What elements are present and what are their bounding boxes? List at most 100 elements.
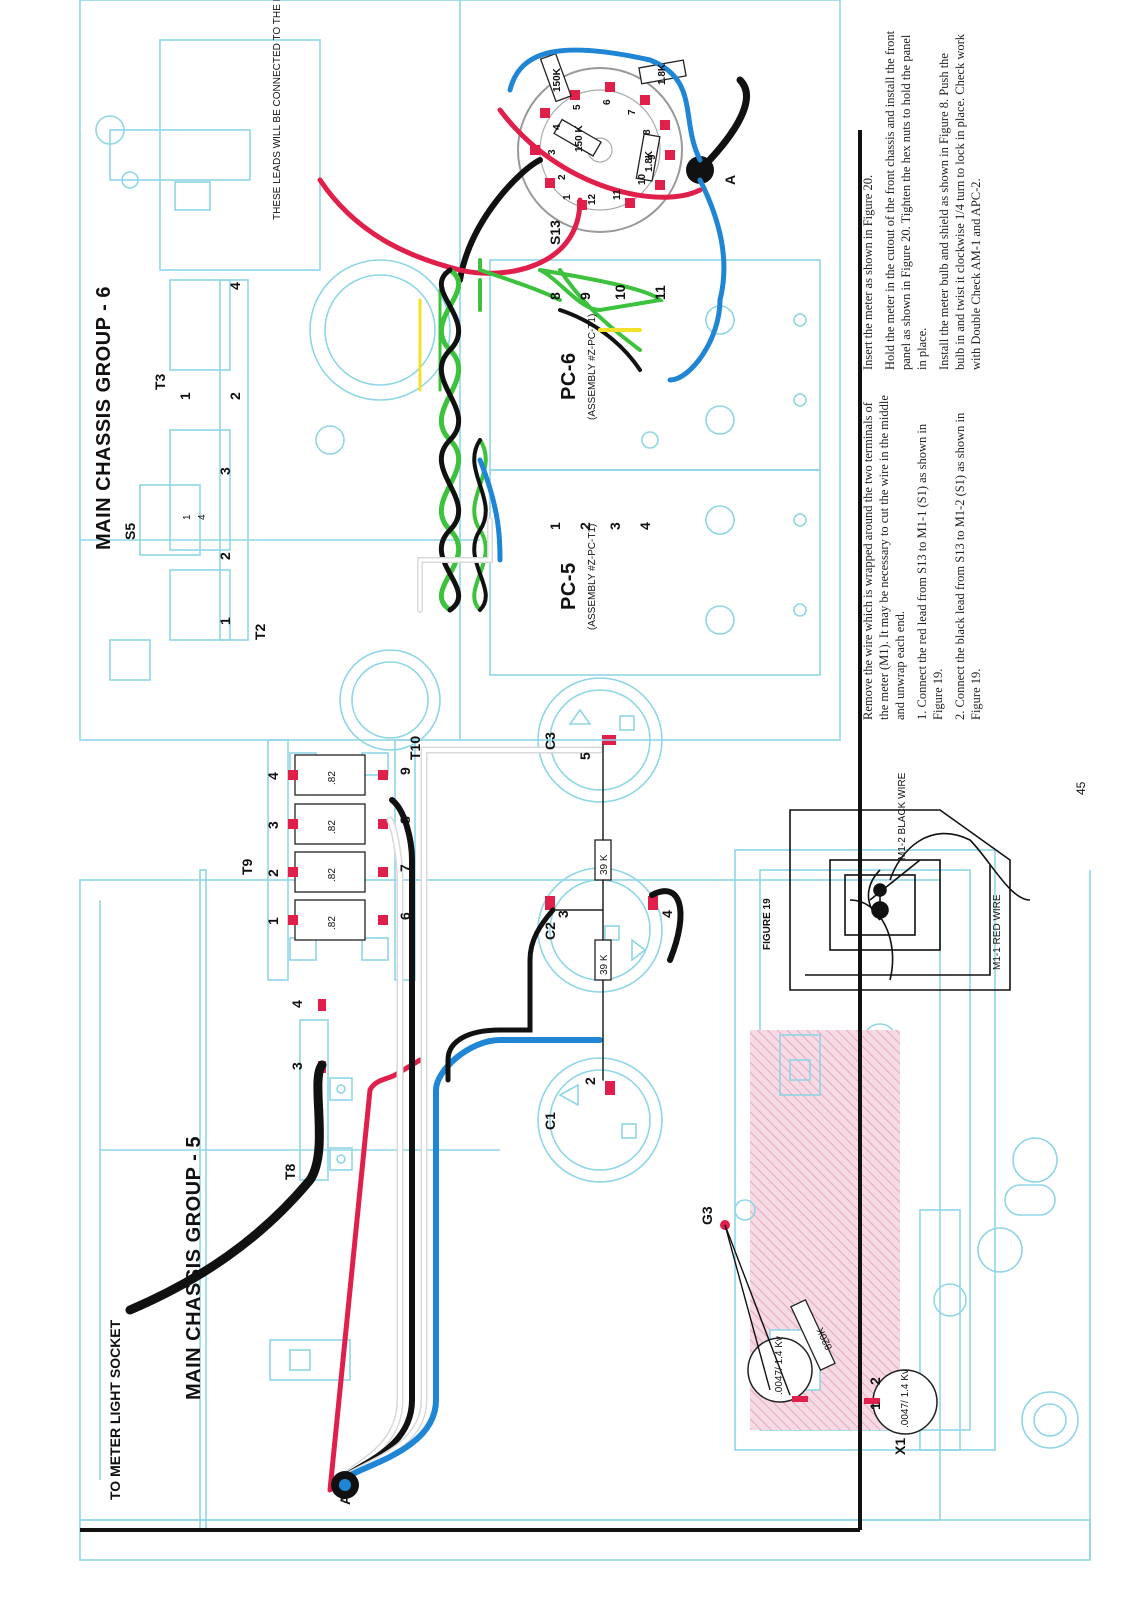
s13-label: S13	[547, 220, 563, 245]
s13-term-5: 5	[572, 104, 583, 110]
pc-6-term-8: 8	[547, 292, 563, 300]
page-number: 45	[1074, 781, 1088, 795]
s13-term-2: 2	[557, 174, 568, 180]
s13-term-7: 7	[627, 109, 638, 115]
s13-term-9: 9	[647, 154, 658, 160]
wires-group-6	[317, 47, 750, 613]
t2-term-1: 1	[217, 617, 233, 625]
pc-5-term-3: 3	[607, 522, 623, 530]
connector-a-left-label: A	[337, 1495, 353, 1505]
pc-6-term-9: 9	[577, 292, 593, 300]
t2-label: T2	[252, 623, 268, 640]
t3-term-1: 1	[177, 392, 193, 400]
x1-term-1: 1	[867, 1402, 883, 1410]
s13-term-8: 8	[642, 129, 653, 135]
t3-label: T3	[152, 373, 168, 390]
s5-term-1: 1	[182, 514, 193, 520]
pc-6-term-10: 10	[612, 284, 628, 300]
connector-a-right-label: A	[722, 175, 738, 185]
s13-term-4: 4	[552, 124, 563, 130]
t3-term-4: 4	[227, 282, 243, 290]
t8-label: T8	[282, 1163, 298, 1180]
pc-5-term-4: 4	[637, 522, 653, 530]
chassis-outline-right	[79, 0, 841, 751]
instructions-right: Insert the meter as shown in Figure 20. …	[861, 30, 983, 370]
t9-term-2: 2	[265, 869, 281, 877]
cap-82-2: .82	[327, 868, 338, 882]
res-150k-a-label: 150K	[552, 67, 563, 92]
socket-c1	[537, 1057, 663, 1183]
pc-5-board	[489, 469, 821, 676]
res-150k-b-label: 150 K	[574, 125, 585, 152]
t2-term-2: 2	[217, 552, 233, 560]
figure-19-caption: FIGURE 19	[762, 898, 773, 950]
t9-term-1: 1	[265, 917, 281, 925]
s5-term-4: 4	[197, 514, 208, 520]
figure-19-illustration	[789, 809, 1031, 991]
group-6-title: MAIN CHASSIS GROUP - 6	[93, 286, 115, 550]
s5-label: S5	[122, 523, 138, 540]
t9-term-4: 4	[265, 772, 281, 780]
s13-term-11: 11	[612, 189, 623, 200]
t10-term-7: 7	[397, 864, 413, 872]
t9-label: T9	[239, 858, 255, 875]
terminal-strip-t9-t10	[267, 739, 416, 981]
s13-term-10: 10	[637, 173, 648, 185]
c1-label: C1	[542, 1112, 558, 1130]
s13-term-6: 6	[602, 99, 613, 105]
res-39k-2: 39 K	[599, 854, 610, 875]
m1-2-black-wire-label: M1-2 BLACK WIRE	[897, 772, 908, 860]
c1-term-2: 2	[582, 1077, 598, 1085]
cap-82-4: .82	[327, 771, 338, 785]
x1-label: X1	[892, 1438, 908, 1455]
cap-82-1: .82	[327, 916, 338, 930]
pc-5-term-2: 2	[577, 522, 593, 530]
instruction-hold-meter: Hold the meter in the cutout of the fron…	[883, 30, 929, 370]
cap-82-3: .82	[327, 820, 338, 834]
pc-6-board	[489, 259, 821, 471]
meter-leads-note: THESE LEADS WILL BE CONNECTED TO THE MET…	[272, 0, 283, 220]
pc-6-term-11: 11	[652, 285, 668, 300]
pc-5-sub: (ASSEMBLY #Z-PC-T1)	[587, 524, 598, 630]
instruction-meter-bulb: Install the meter bulb and shield as sho…	[937, 33, 983, 370]
t10-term-6: 6	[397, 912, 413, 920]
cap-0047-upper-label: .0047/ 1.4 Kv	[774, 1336, 785, 1395]
cap-0047-lower-label: .0047/ 1.4 Kv	[900, 1369, 911, 1428]
t2-term-3: 3	[217, 467, 233, 475]
t8-term-4: 4	[289, 1000, 305, 1008]
pc-6-sub: (ASSEMBLY #Z-PC-T1)	[587, 314, 598, 420]
g3-label: G3	[699, 1206, 715, 1225]
instruction-step-2: 2. Connect the black lead from S13 to M1…	[953, 412, 983, 720]
terminal-strip-t8	[299, 999, 353, 1181]
s5-switch	[139, 484, 201, 556]
m1-1-red-wire-label: M1-1 RED WIRE	[992, 894, 1003, 970]
instructions-left: Remove the wire which is wrapped around …	[861, 395, 983, 720]
t2-t3-strip	[219, 279, 249, 641]
chassis-outline-left	[79, 849, 1091, 1561]
t9-term-3: 3	[265, 821, 281, 829]
res-1-8k-label: 1.8K	[644, 150, 655, 172]
t10-term-9: 9	[397, 767, 413, 775]
res-39k-1: 39 K	[599, 954, 610, 975]
c2-term-4: 4	[659, 910, 675, 918]
c2-label: C2	[542, 922, 558, 940]
instruction-remove-wire: Remove the wire which is wrapped around …	[861, 395, 907, 720]
s13-term-3: 3	[547, 149, 558, 155]
c2-term-3: 3	[555, 910, 571, 918]
group-5-title: MAIN CHASSIS GROUP - 5	[183, 1136, 205, 1400]
s13-term-1: 1	[562, 194, 573, 200]
t8-term-3: 3	[289, 1062, 305, 1070]
x1-term-2: 2	[867, 1377, 883, 1385]
pc-6-label: PC-6	[558, 352, 580, 400]
t10-term-8: 8	[397, 816, 413, 824]
pc-5-term-1: 1	[547, 522, 563, 530]
t10-label: T10	[407, 736, 423, 760]
s13-term-12: 12	[587, 193, 598, 205]
c3-label: C3	[542, 732, 558, 750]
pc-5-label: PC-5	[558, 562, 580, 610]
res-1-8k-b-label: 1.8K	[657, 63, 668, 85]
to-meter-light-socket-label: TO METER LIGHT SOCKET	[107, 1319, 123, 1500]
instruction-insert-meter: Insert the meter as shown in Figure 20.	[861, 174, 875, 370]
